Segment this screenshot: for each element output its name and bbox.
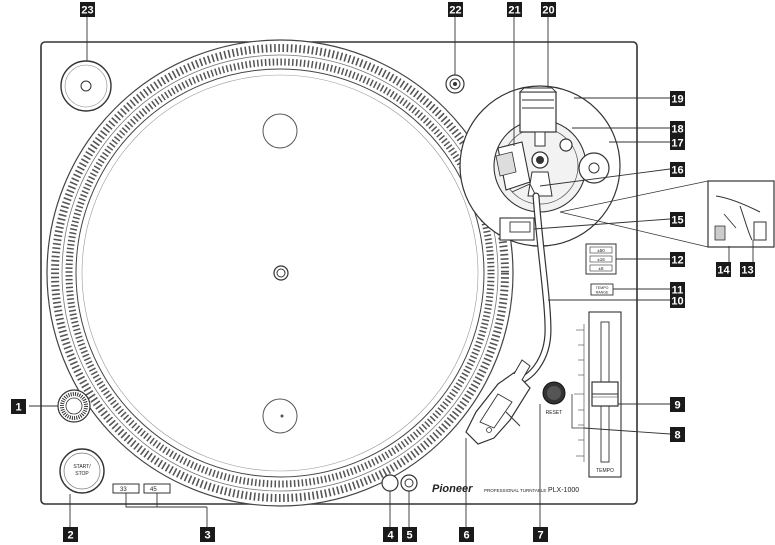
reset-button[interactable]: RESET bbox=[542, 381, 566, 416]
tempo-slider[interactable]: TEMPO bbox=[588, 311, 622, 478]
tone-arm[interactable] bbox=[465, 192, 552, 445]
callout-1: 1 bbox=[11, 399, 26, 414]
callout-20: 20 bbox=[541, 2, 556, 17]
height-adjust-lock[interactable] bbox=[559, 138, 573, 152]
callout-number: 6 bbox=[463, 530, 469, 542]
callout-number: 20 bbox=[542, 5, 554, 17]
callout-2: 2 bbox=[63, 527, 78, 542]
range-label-8: ±8 bbox=[599, 266, 604, 271]
callout-17: 17 bbox=[670, 135, 685, 150]
callout-number: 11 bbox=[672, 285, 684, 297]
callout-18: 18 bbox=[670, 121, 685, 136]
callout-number: 18 bbox=[671, 124, 683, 136]
callout-number: 9 bbox=[674, 400, 680, 412]
callout-number: 13 bbox=[741, 265, 753, 277]
counter-weight[interactable] bbox=[518, 87, 558, 147]
callout-19: 19 bbox=[670, 91, 685, 106]
callout-number: 23 bbox=[81, 5, 93, 17]
svg-text:33: 33 bbox=[120, 487, 127, 493]
callout-number: 3 bbox=[204, 530, 210, 542]
stylus-detail-inset bbox=[707, 180, 775, 248]
svg-text:STOP: STOP bbox=[75, 471, 89, 477]
tempo-scale bbox=[574, 324, 585, 462]
callout-number: 16 bbox=[671, 165, 683, 177]
target-light-socket bbox=[445, 74, 465, 94]
tempo-range-indicator: ±50 ±16 ±8 bbox=[585, 243, 617, 275]
callout-number: 1 bbox=[15, 402, 21, 414]
callout-22: 22 bbox=[448, 2, 463, 17]
brand-logo: Pioneer bbox=[432, 483, 473, 495]
callout-5: 5 bbox=[402, 527, 417, 542]
callout-14: 14 bbox=[716, 262, 731, 277]
svg-text:RESET: RESET bbox=[546, 410, 563, 416]
callout-11: 11 bbox=[670, 282, 685, 297]
start-stop-button[interactable]: START/ STOP bbox=[59, 448, 105, 494]
svg-text:45: 45 bbox=[150, 487, 157, 493]
target-light-switch[interactable] bbox=[400, 474, 418, 492]
callout-number: 2 bbox=[67, 530, 73, 542]
callout-21: 21 bbox=[507, 2, 522, 17]
callout-number: 21 bbox=[508, 5, 520, 17]
callout-number: 22 bbox=[449, 5, 461, 17]
ep-adapter bbox=[60, 60, 112, 112]
callout-23: 23 bbox=[80, 2, 95, 17]
svg-text:TEMPO: TEMPO bbox=[596, 286, 609, 290]
platter bbox=[46, 39, 514, 507]
range-label-16: ±16 bbox=[597, 257, 605, 262]
power-switch[interactable] bbox=[381, 474, 399, 492]
callout-number: 12 bbox=[671, 255, 683, 267]
callout-number: 5 bbox=[406, 530, 412, 542]
callout-number: 15 bbox=[671, 215, 683, 227]
tempo-label: TEMPO bbox=[596, 468, 614, 474]
speed-33-button[interactable]: 33 bbox=[112, 483, 140, 494]
callout-number: 19 bbox=[671, 94, 683, 106]
callout-4: 4 bbox=[383, 527, 398, 542]
callout-number: 17 bbox=[671, 138, 683, 150]
tempo-range-button[interactable]: TEMPO RANGE bbox=[590, 283, 614, 296]
svg-text:START/: START/ bbox=[73, 464, 91, 470]
callout-8: 8 bbox=[670, 427, 685, 442]
arm-lift[interactable] bbox=[495, 141, 531, 191]
model-name: PLX-1000 bbox=[548, 487, 579, 494]
callout-12: 12 bbox=[670, 252, 685, 267]
callout-number: 14 bbox=[717, 265, 730, 277]
callout-16: 16 bbox=[670, 162, 685, 177]
arm-rest bbox=[499, 217, 535, 241]
svg-text:RANGE: RANGE bbox=[596, 291, 609, 295]
leader-lines bbox=[29, 16, 754, 527]
callout-3: 3 bbox=[200, 527, 215, 542]
range-label-50: ±50 bbox=[597, 248, 605, 253]
callout-6: 6 bbox=[459, 527, 474, 542]
callout-number: 4 bbox=[387, 530, 394, 542]
model-prefix: PROFESSIONAL TURNTABLE bbox=[484, 488, 546, 493]
adjust-knob[interactable] bbox=[57, 389, 91, 423]
speed-45-button[interactable]: 45 bbox=[143, 483, 171, 494]
callout-9: 9 bbox=[670, 397, 685, 412]
callout-number: 10 bbox=[671, 296, 683, 308]
callout-13: 13 bbox=[740, 262, 755, 277]
callout-7: 7 bbox=[533, 527, 548, 542]
callout-number: 8 bbox=[674, 430, 680, 442]
tempo-reset-indicator bbox=[571, 394, 584, 429]
callout-15: 15 bbox=[670, 212, 685, 227]
callout-number: 7 bbox=[537, 530, 543, 542]
